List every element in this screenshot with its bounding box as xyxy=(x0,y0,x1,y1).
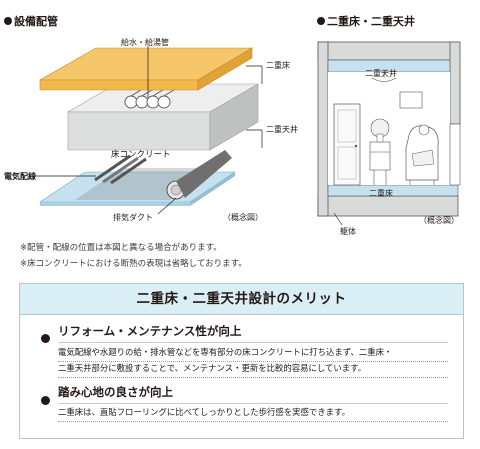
left-concept-label: （概念図） xyxy=(223,213,263,222)
leader-lines xyxy=(33,46,263,215)
merit-panel: 二重床・二重天井設計のメリット リフォーム・メンテナンス性が向上 電気配線や水廻… xyxy=(19,283,464,439)
merit-item-2-rule xyxy=(58,421,448,422)
note-2: ※床コンクリートにおける断熱の表現は省略しております。 xyxy=(20,259,247,269)
water-pipes xyxy=(124,71,204,109)
piping-diagram xyxy=(33,46,263,215)
merit-bullet-icon xyxy=(41,396,50,405)
wall-picture xyxy=(399,91,423,109)
concrete-slab xyxy=(66,83,260,151)
merit-bullet-icon xyxy=(41,334,50,343)
note-1: ※配管・配線の位置は本図と異なる場合があります。 xyxy=(20,243,222,253)
structure-frame xyxy=(317,41,461,217)
label-room-floor: 二重床 xyxy=(369,189,393,198)
merit-item-1-rule xyxy=(58,361,448,362)
label-pipes: 給水・給湯管 xyxy=(121,38,169,47)
armchair xyxy=(405,124,439,185)
merit-item-1-title: リフォーム・メンテナンス性が向上 xyxy=(58,324,242,338)
floor-board xyxy=(38,47,254,91)
side-table xyxy=(369,118,391,185)
exhaust-duct xyxy=(75,150,232,200)
merit-item-2-title: 踏み心地の良さが向上 xyxy=(58,385,173,399)
ceiling-lamp xyxy=(371,72,397,82)
label-room-ceiling: 二重天井 xyxy=(365,69,397,78)
room-section-diagram xyxy=(317,41,461,226)
merit-item-2-divider xyxy=(58,403,448,404)
label-wiring: 電気配線 xyxy=(4,172,36,181)
right-diagram-title: 二重床・二重天井 xyxy=(327,15,415,28)
label-double-ceiling: 二重天井 xyxy=(266,125,298,134)
electrical-wiring xyxy=(94,154,147,185)
label-concrete: 床コンクリート xyxy=(111,150,171,160)
merit-item-1-body-line-1: 電気配線や水廻りの給・排水管などを専有部分の床コンクリートに打ち込まず、二重床・ xyxy=(58,347,393,357)
label-slab: 躯体 xyxy=(340,227,356,236)
bullet-icon xyxy=(4,17,12,25)
merit-item-1-divider xyxy=(58,342,448,343)
merit-item-1-rule xyxy=(58,377,448,378)
left-diagram-title-wrap: 設備配管 xyxy=(4,13,58,29)
door xyxy=(333,103,361,186)
merit-heading: 二重床・二重天井設計のメリット xyxy=(20,284,463,315)
bullet-icon xyxy=(317,17,325,25)
label-double-floor: 二重床 xyxy=(266,61,290,70)
left-diagram-title: 設備配管 xyxy=(14,15,58,28)
label-duct: 排気ダクト xyxy=(113,213,153,222)
floor-band xyxy=(327,184,459,197)
right-diagram-title-wrap: 二重床・二重天井 xyxy=(317,13,415,29)
merit-item-1-body-line-2: 二重天井部分に敷設することで、メンテナンス・更新を比較的容易にしています。 xyxy=(58,363,367,373)
right-concept-label: （概念図） xyxy=(419,216,459,225)
merit-item-2-body-line-1: 二重床は、直貼フローリングに比べてしっかりとした歩行感を実感できます。 xyxy=(58,407,350,417)
